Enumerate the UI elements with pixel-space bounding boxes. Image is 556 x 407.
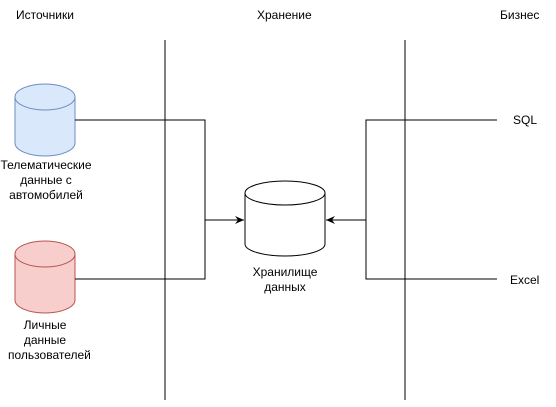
- connector-personal-to-warehouse: [75, 220, 206, 280]
- connector-sql-to-warehouse: [326, 119, 497, 224]
- telematics-cylinder[interactable]: [14, 83, 76, 157]
- connector-telematics-to-warehouse: [75, 119, 244, 224]
- warehouse-label: Хранилище данных: [252, 265, 318, 294]
- lane-header-business: Бизнес: [500, 8, 540, 22]
- lane-header-sources: Источники: [16, 8, 74, 22]
- telematics-label: Телематические данные с автомобилей: [0, 158, 92, 202]
- connector-excel-to-warehouse: [365, 220, 497, 280]
- personal-data-label: Личные данные пользователей: [8, 318, 91, 362]
- sql-label: SQL: [513, 113, 538, 127]
- lane-header-storage: Хранение: [257, 8, 312, 22]
- data-warehouse-cylinder[interactable]: [244, 180, 326, 257]
- personal-data-cylinder[interactable]: [14, 240, 76, 314]
- excel-label: Excel: [510, 273, 540, 287]
